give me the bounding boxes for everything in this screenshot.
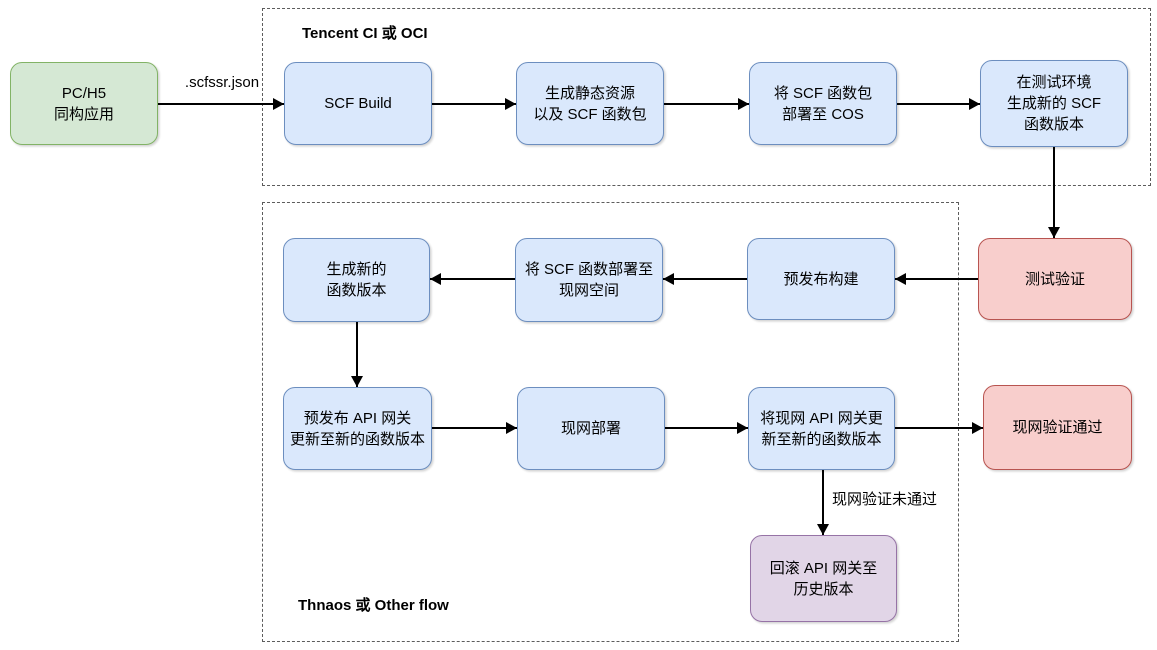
node-prod-deploy-label: 现网部署	[560, 420, 621, 437]
group-thnaos-label: Thnaos 或 Other flow	[298, 597, 449, 614]
arrow-scfbuild-to-genstatic	[432, 98, 516, 110]
node-prod-verify-pass-label: 现网验证通过	[1012, 419, 1103, 436]
arrowhead-left-icon	[895, 273, 906, 285]
arrow-testverify-to-prereleasebuild	[895, 273, 978, 285]
arrowhead-right-icon	[738, 98, 749, 110]
node-test-env-version: 在测试环境 生成新的 SCF 函数版本	[980, 60, 1128, 147]
node-rollback-gateway-label: 回滚 API 网关至 历史版本	[769, 559, 878, 598]
arrowhead-down-icon	[1048, 227, 1060, 238]
node-pre-release-gateway-label: 预发布 API 网关 更新至新的函数版本	[290, 409, 426, 448]
arrow-genstatic-to-deploycos	[664, 98, 749, 110]
arrowhead-left-icon	[430, 273, 441, 285]
edge-label-scfssr-json: .scfssr.json	[184, 74, 260, 91]
arrow-prodgatewayupdate-to-prodverifypass	[895, 422, 983, 434]
node-deploy-cos-label: 将 SCF 函数包 部署至 COS	[773, 84, 873, 123]
node-deploy-cos: 将 SCF 函数包 部署至 COS	[749, 62, 897, 145]
node-deploy-prod-space: 将 SCF 函数部署至 现网空间	[515, 238, 663, 322]
arrowhead-down-icon	[817, 524, 829, 535]
node-pre-release-build-label: 预发布构建	[783, 270, 859, 288]
node-gen-new-version-label: 生成新的 函数版本	[326, 261, 387, 299]
node-gen-static-label: 生成静态资源 以及 SCF 函数包	[533, 84, 647, 123]
arrowhead-right-icon	[969, 98, 980, 110]
arrowhead-left-icon	[663, 273, 674, 285]
node-pc-h5-label: PC/H5 同构应用	[53, 84, 114, 123]
node-scf-build: SCF Build	[284, 62, 432, 145]
node-deploy-prod-space-label: 将 SCF 函数部署至 现网空间	[524, 261, 654, 299]
node-prod-gateway-update-label: 将现网 API 网关更 新至新的函数版本	[760, 409, 883, 448]
node-prod-deploy: 现网部署	[517, 387, 665, 470]
arrowhead-right-icon	[972, 422, 983, 434]
arrow-deployprodspace-to-gennewversion	[430, 273, 515, 285]
arrow-prereleasebuild-to-deployprodspace	[663, 273, 747, 285]
arrowhead-right-icon	[505, 98, 516, 110]
arrowhead-right-icon	[506, 422, 517, 434]
node-prod-gateway-update: 将现网 API 网关更 新至新的函数版本	[748, 387, 895, 470]
arrowhead-right-icon	[273, 98, 284, 110]
arrow-gennewversion-to-prereleasegateway	[351, 322, 363, 387]
node-test-verify-label: 测试验证	[1024, 270, 1085, 288]
edge-label-prod-verify-fail: 现网验证未通过	[832, 491, 938, 508]
arrow-testenv-to-testverify	[1048, 147, 1060, 238]
arrowhead-right-icon	[737, 422, 748, 434]
node-gen-new-version: 生成新的 函数版本	[283, 238, 430, 322]
arrow-prodgatewayupdate-to-rollback	[817, 470, 829, 535]
node-test-env-version-label: 在测试环境 生成新的 SCF 函数版本	[1006, 74, 1102, 133]
node-rollback-gateway: 回滚 API 网关至 历史版本	[750, 535, 897, 622]
arrow-pch5-to-scfbuild	[158, 98, 284, 110]
node-gen-static: 生成静态资源 以及 SCF 函数包	[516, 62, 664, 145]
group-tencent-ci-label: Tencent CI 或 OCI	[302, 25, 428, 42]
node-scf-build-label: SCF Build	[324, 95, 392, 112]
node-prod-verify-pass: 现网验证通过	[983, 385, 1132, 470]
node-pc-h5: PC/H5 同构应用	[10, 62, 158, 145]
node-test-verify: 测试验证	[978, 238, 1132, 320]
arrow-deploycos-to-testenv	[897, 98, 980, 110]
group-thnaos	[262, 202, 959, 642]
arrow-prereleasegateway-to-proddeploy	[432, 422, 517, 434]
node-pre-release-gateway: 预发布 API 网关 更新至新的函数版本	[283, 387, 432, 470]
arrow-proddeploy-to-prodgatewayupdate	[665, 422, 748, 434]
group-tencent-ci	[262, 8, 1151, 186]
node-pre-release-build: 预发布构建	[747, 238, 895, 320]
arrowhead-down-icon	[351, 376, 363, 387]
